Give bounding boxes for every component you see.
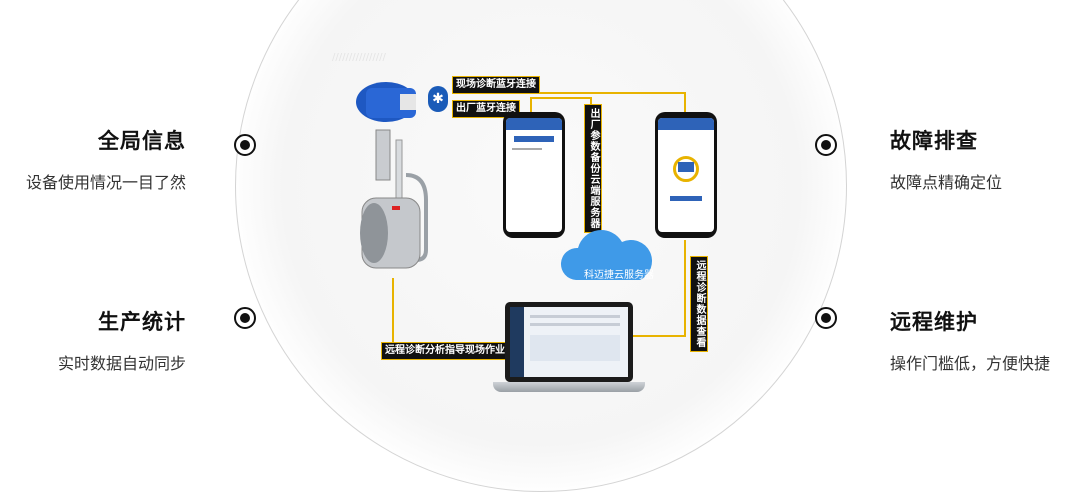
- feature-title: 远程维护: [890, 306, 1070, 336]
- connector-line: [530, 97, 590, 99]
- bluetooth-icon: ✱: [428, 86, 448, 112]
- connector-line: [392, 278, 394, 348]
- feature-desc: 实时数据自动同步: [20, 350, 186, 374]
- feature-title: 全局信息: [20, 125, 186, 155]
- device-icon: [678, 162, 694, 172]
- feature-desc: 故障点精确定位: [890, 169, 1060, 193]
- app-header-bar: [506, 118, 562, 130]
- feature-production: 生产统计 实时数据自动同步: [20, 306, 186, 374]
- bullet-icon: [815, 134, 837, 156]
- phone-right: [655, 112, 717, 238]
- feature-global-info: 全局信息 设备使用情况一目了然: [20, 125, 186, 193]
- laptop-screen: [505, 302, 633, 382]
- connector-line: [684, 92, 686, 112]
- label-field-bluetooth: 现场诊断蓝牙连接: [452, 76, 540, 94]
- cloud-label: 科迈捷云服务器: [584, 266, 654, 281]
- connector-line: [632, 335, 686, 337]
- app-button: [670, 196, 702, 201]
- connector-line: [684, 240, 686, 335]
- label-remote-guide: 远程诊断分析指导现场作业: [381, 342, 509, 360]
- connector-line: [530, 97, 532, 113]
- feature-desc: 操作门槛低，方便快捷: [890, 350, 1070, 374]
- background-arc: [235, 0, 847, 492]
- laptop-base: [493, 382, 645, 392]
- flowmeter-device: [348, 80, 432, 272]
- phone-screen: [658, 118, 714, 232]
- phone-left: [503, 112, 565, 238]
- watermark-text: ////////////////: [332, 52, 386, 63]
- label-remote-view: 远程诊断数据查看: [690, 256, 708, 352]
- feature-title: 故障排查: [890, 125, 1060, 155]
- laptop-display: [510, 307, 628, 377]
- app-text-line: [512, 148, 542, 150]
- feature-fault: 故障排查 故障点精确定位: [890, 125, 1060, 193]
- label-backup: 出厂参数备份云端服务器: [584, 104, 602, 233]
- feature-remote: 远程维护 操作门槛低，方便快捷: [890, 306, 1070, 374]
- feature-title: 生产统计: [20, 306, 186, 336]
- laptop-row: [530, 315, 620, 318]
- laptop-row: [530, 323, 620, 326]
- laptop-sidebar: [510, 307, 524, 377]
- bullet-icon: [234, 134, 256, 156]
- app-header-bar: [658, 118, 714, 130]
- bullet-icon: [815, 307, 837, 329]
- laptop-table: [530, 335, 620, 361]
- app-button: [514, 136, 554, 142]
- feature-desc: 设备使用情况一目了然: [20, 169, 186, 193]
- phone-screen: [506, 118, 562, 232]
- bullet-icon: [234, 307, 256, 329]
